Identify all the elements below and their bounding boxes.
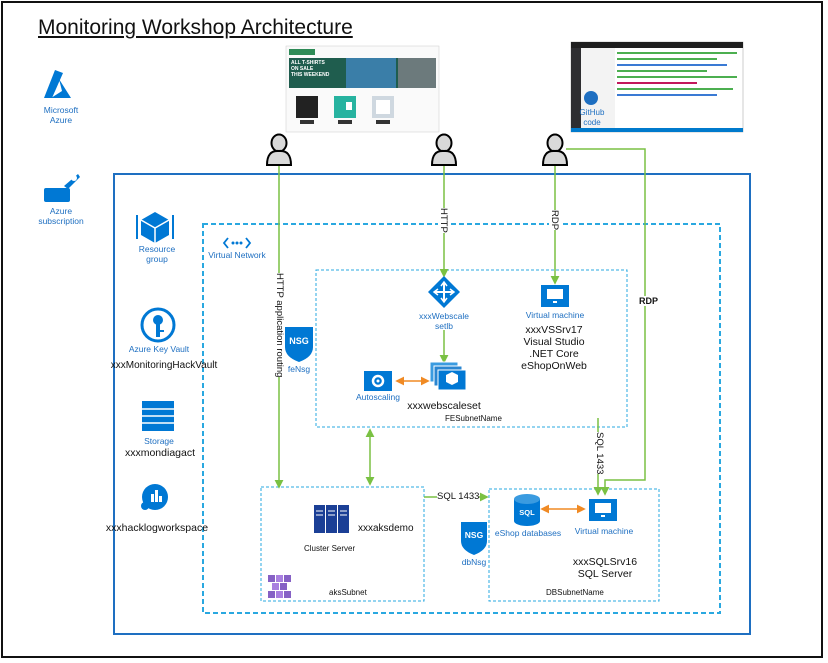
rdp-fe-edge-label: RDP bbox=[549, 210, 560, 231]
storage-label: Storage bbox=[144, 436, 174, 446]
sql-vm-edge-label: SQL 1433 bbox=[594, 432, 605, 475]
github-screenshot bbox=[570, 41, 744, 133]
user-icon bbox=[430, 133, 458, 166]
fe-subnet-boundary bbox=[315, 269, 628, 428]
azure-logo-icon bbox=[44, 70, 71, 98]
eshop-screenshot bbox=[285, 45, 440, 133]
vm-db-icon bbox=[589, 499, 617, 521]
rdp-db-wire bbox=[566, 148, 646, 496]
vnet-label: Virtual Network bbox=[208, 250, 266, 260]
fe-nsg-name: feNsg bbox=[287, 364, 311, 374]
subscription-key-icon bbox=[44, 174, 80, 202]
key-vault-icon bbox=[140, 307, 176, 343]
resource-group-icon bbox=[136, 212, 174, 243]
aks-subnet-label: aksSubnet bbox=[329, 588, 367, 597]
page-title: Monitoring Workshop Architecture bbox=[38, 16, 353, 39]
http-edge-label: HTTP bbox=[438, 208, 449, 233]
fe-nsg-badge: NSG bbox=[289, 336, 309, 346]
sql-db-label: eShop databases bbox=[494, 528, 562, 538]
aks-cluster-label: Cluster Server bbox=[304, 544, 356, 553]
db-subnet-boundary bbox=[488, 488, 660, 602]
storage-name: xxxmondiagact bbox=[124, 447, 196, 459]
vm-fe-icon bbox=[541, 285, 569, 307]
scale-set-icon bbox=[429, 361, 467, 391]
rdp-db-edge-label: RDP bbox=[639, 296, 659, 306]
vnet-icon bbox=[222, 237, 252, 249]
vm-fe-label: Virtual machine bbox=[525, 310, 585, 320]
http-routing-edge-label: HTTP application routing bbox=[274, 273, 285, 378]
fe-nsg-shield-icon bbox=[285, 327, 313, 362]
db-subnet-label: DBSubnetName bbox=[546, 588, 604, 597]
aks-name: xxxaksdemo bbox=[358, 523, 414, 534]
webscaleset-name: xxxwebscaleset bbox=[407, 400, 481, 412]
subscription-boundary bbox=[113, 173, 751, 635]
sql-database-icon bbox=[514, 494, 540, 526]
fe-subnet-label: FESubnetName bbox=[445, 414, 502, 423]
key-vault-label: Azure Key Vault bbox=[128, 344, 190, 354]
log-workspace-name: xxxhacklogworkspace bbox=[105, 522, 209, 534]
db-nsg-shield-icon bbox=[461, 522, 487, 555]
sql-badge: SQL bbox=[519, 508, 535, 517]
vnet-boundary bbox=[202, 223, 721, 614]
user-icon bbox=[265, 133, 293, 166]
autoscaling-icon bbox=[364, 371, 392, 391]
aks-subnet-boundary bbox=[260, 486, 425, 602]
db-nsg-name: dbNsg bbox=[461, 557, 487, 567]
load-balancer-icon bbox=[428, 276, 460, 308]
vm-db-label: Virtual machine bbox=[574, 526, 634, 536]
key-vault-name: xxxMonitoringHackVault bbox=[110, 360, 218, 371]
aks-cluster-icon bbox=[314, 505, 349, 533]
user-icon bbox=[541, 133, 569, 166]
db-nsg-badge: NSG bbox=[464, 530, 484, 540]
storage-icon bbox=[142, 401, 174, 431]
log-workspace-icon bbox=[141, 484, 168, 510]
autoscaling-label: Autoscaling bbox=[356, 392, 400, 402]
aks-service-icon bbox=[268, 575, 291, 598]
sql-aks-edge-label: SQL 1433 bbox=[437, 491, 480, 502]
